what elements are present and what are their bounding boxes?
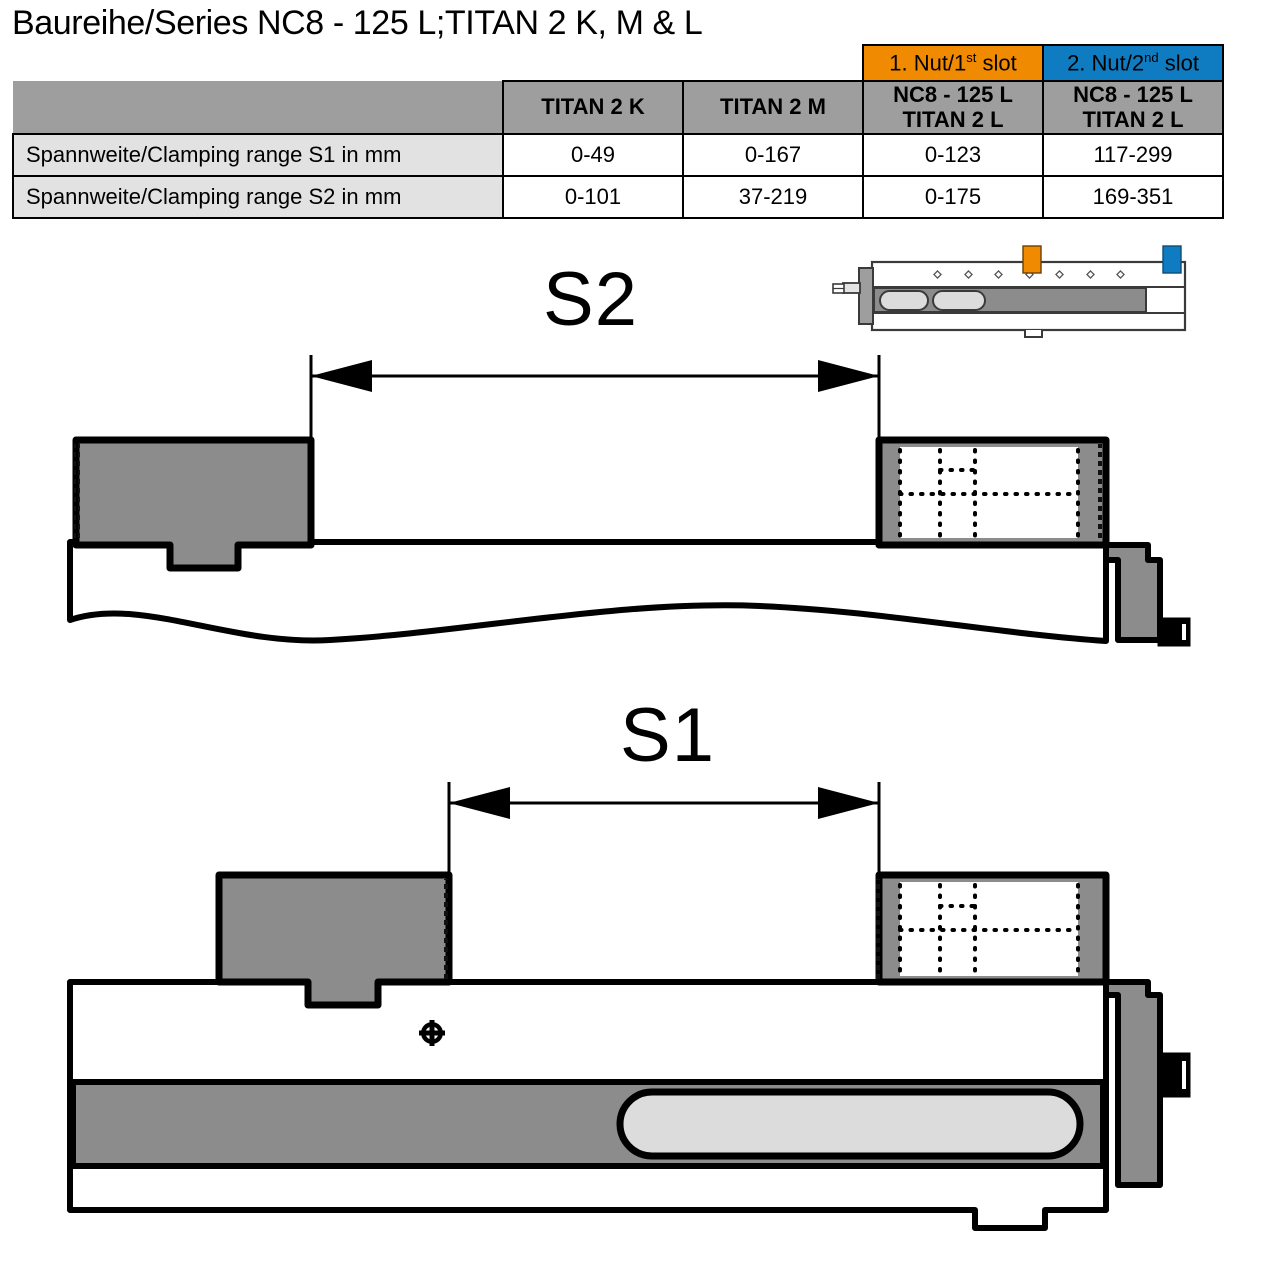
slot-header-first: 1. Nut/1st slot	[862, 44, 1044, 82]
table-row: Spannweite/Clamping range S1 in mm 0-49 …	[12, 132, 1224, 177]
upper-spindle-housing	[1103, 542, 1191, 647]
slot-header-second-suffix: slot	[1158, 50, 1199, 76]
slot-header-second-sup: nd	[1144, 50, 1159, 66]
cell-s2-titan2m: 37-219	[682, 174, 864, 219]
header-row-spacer	[13, 81, 503, 134]
datum-target-icon	[419, 1020, 445, 1046]
table-row: Spannweite/Clamping range S2 in mm 0-101…	[12, 174, 1224, 219]
column-header-nc8-slot1: NC8 - 125 L TITAN 2 L	[862, 80, 1044, 135]
upper-left-jaw	[72, 436, 315, 572]
table-slot-header-row: 1. Nut/1st slot 2. Nut/2nd slot	[13, 44, 1224, 82]
cell-s1-nc8-slot1: 0-123	[862, 132, 1044, 177]
lower-spindle-housing	[1103, 979, 1191, 1188]
slot-row-spacer-label	[13, 45, 503, 81]
column-header-nc8-slot2-line2: TITAN 2 L	[1082, 107, 1184, 133]
column-header-nc8-slot2-line1: NC8 - 125 L	[1073, 82, 1193, 107]
table-column-header-row: TITAN 2 K TITAN 2 M NC8 - 125 L TITAN 2 …	[13, 80, 1224, 135]
slot-header-second-prefix: 2. Nut/2	[1067, 50, 1145, 76]
slot-header-first-suffix: slot	[976, 50, 1017, 76]
column-header-nc8-slot2: NC8 - 125 L TITAN 2 L	[1042, 80, 1224, 135]
cell-s2-titan2k: 0-101	[502, 174, 684, 219]
lower-right-jaw	[875, 871, 1110, 986]
row-label-s2: Spannweite/Clamping range S2 in mm	[12, 174, 504, 219]
cell-s1-titan2k: 0-49	[502, 132, 684, 177]
dimension-label-s1: S1	[620, 693, 715, 778]
column-header-titan2m: TITAN 2 M	[682, 80, 864, 135]
dimension-line-s1	[447, 782, 881, 827]
row-label-s1: Spannweite/Clamping range S1 in mm	[12, 132, 504, 177]
column-header-nc8-slot1-line2: TITAN 2 L	[902, 107, 1004, 133]
vise-lower-view	[67, 782, 1191, 1231]
upper-right-jaw	[875, 436, 1110, 549]
slot-header-second: 2. Nut/2nd slot	[1042, 44, 1224, 82]
vise-upper-view	[67, 355, 1191, 647]
slot-row-spacer-m	[683, 45, 863, 81]
lower-left-jaw	[215, 871, 453, 1009]
dimension-line-s2	[309, 355, 881, 400]
specification-table: 1. Nut/1st slot 2. Nut/2nd slot TITAN 2 …	[12, 44, 1224, 219]
column-header-titan2k: TITAN 2 K	[502, 80, 684, 135]
cell-s1-nc8-slot2: 117-299	[1042, 132, 1224, 177]
page-title: Baureihe/Series NC8 - 125 L;TITAN 2 K, M…	[12, 4, 703, 42]
inset-hole-row	[933, 270, 1125, 279]
inset-marker-slot2-icon	[1162, 245, 1182, 274]
slot-header-first-prefix: 1. Nut/1	[889, 50, 967, 76]
cell-s2-nc8-slot1: 0-175	[862, 174, 1044, 219]
cell-s2-nc8-slot2: 169-351	[1042, 174, 1224, 219]
dimension-label-s2: S2	[543, 257, 638, 342]
slot-row-spacer-k	[503, 45, 683, 81]
column-header-nc8-slot1-line1: NC8 - 125 L	[893, 82, 1013, 107]
inset-marker-slot1-icon	[1022, 245, 1042, 274]
cell-s1-titan2m: 0-167	[682, 132, 864, 177]
slot-header-first-sup: st	[966, 50, 977, 66]
inset-vise-top-view	[832, 245, 1187, 338]
